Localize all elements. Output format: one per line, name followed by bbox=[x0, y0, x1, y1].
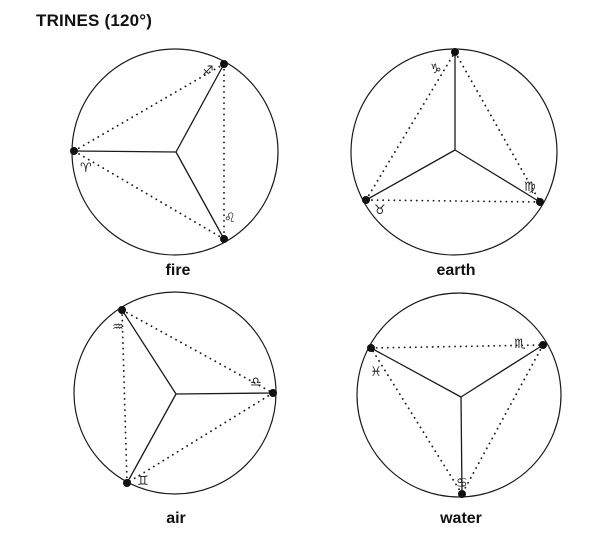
spoke bbox=[175, 392, 274, 395]
trine-aspect-line bbox=[73, 150, 225, 240]
vertex-point bbox=[123, 479, 131, 487]
vertex-point bbox=[269, 389, 277, 397]
cancer-icon: ♋ bbox=[456, 476, 468, 491]
spoke bbox=[454, 149, 541, 203]
leo-icon: ♌ bbox=[224, 211, 236, 226]
trine-aspect-line bbox=[126, 392, 274, 484]
spoke bbox=[73, 150, 177, 153]
vertex-point bbox=[539, 341, 547, 349]
aquarius-icon: ♒ bbox=[112, 320, 124, 335]
trine-fire: ♐ ♌ ♈ fire bbox=[70, 48, 279, 279]
trine-earth: ♑ ♍ ♉ earth bbox=[350, 48, 558, 279]
pisces-icon: ♓ bbox=[370, 365, 382, 380]
taurus-icon: ♉ bbox=[374, 203, 386, 218]
vertex-point bbox=[367, 344, 375, 352]
vertex-point bbox=[458, 490, 466, 498]
gemini-icon: ♊ bbox=[137, 474, 149, 489]
trine-aspect-line bbox=[365, 199, 541, 203]
diagram-caption: air bbox=[166, 510, 186, 527]
spoke bbox=[460, 396, 463, 495]
trine-water: ♏ ♋ ♓ water bbox=[356, 292, 562, 527]
capricorn-icon: ♑ bbox=[430, 62, 442, 77]
diagram-caption: fire bbox=[166, 262, 191, 279]
sagittarius-icon: ♐ bbox=[202, 64, 214, 79]
trine-air: ♒ ♎ ♊ air bbox=[73, 291, 277, 527]
chart-circle bbox=[350, 48, 558, 256]
vertex-point bbox=[118, 306, 126, 314]
vertex-point bbox=[70, 147, 78, 155]
spoke bbox=[365, 149, 456, 201]
spoke bbox=[460, 344, 544, 398]
scorpio-icon: ♏ bbox=[514, 337, 526, 352]
spoke bbox=[121, 309, 177, 395]
vertex-point bbox=[362, 196, 370, 204]
spoke bbox=[175, 63, 225, 153]
chart-circle bbox=[356, 292, 562, 498]
aries-icon: ♈ bbox=[80, 161, 92, 176]
spoke bbox=[175, 151, 225, 240]
trine-aspect-line bbox=[461, 344, 544, 495]
page-title: TRINES (120°) bbox=[36, 11, 153, 30]
vertex-point bbox=[451, 48, 459, 56]
spoke bbox=[126, 393, 177, 484]
vertex-point bbox=[220, 60, 228, 68]
vertex-point bbox=[220, 235, 228, 243]
trine-aspect-line bbox=[454, 51, 541, 203]
trine-aspect-line bbox=[365, 51, 456, 201]
trine-aspect-line bbox=[73, 63, 225, 152]
trine-aspect-line bbox=[121, 309, 274, 394]
diagram-caption: water bbox=[439, 510, 482, 527]
trine-aspect-line bbox=[370, 344, 544, 349]
libra-icon: ♎ bbox=[250, 375, 262, 390]
trine-aspect-line bbox=[121, 309, 128, 484]
vertex-point bbox=[536, 198, 544, 206]
virgo-icon: ♍ bbox=[524, 180, 536, 195]
trine-aspect-line bbox=[370, 347, 463, 495]
diagram-caption: earth bbox=[436, 262, 475, 279]
spoke bbox=[370, 347, 462, 398]
